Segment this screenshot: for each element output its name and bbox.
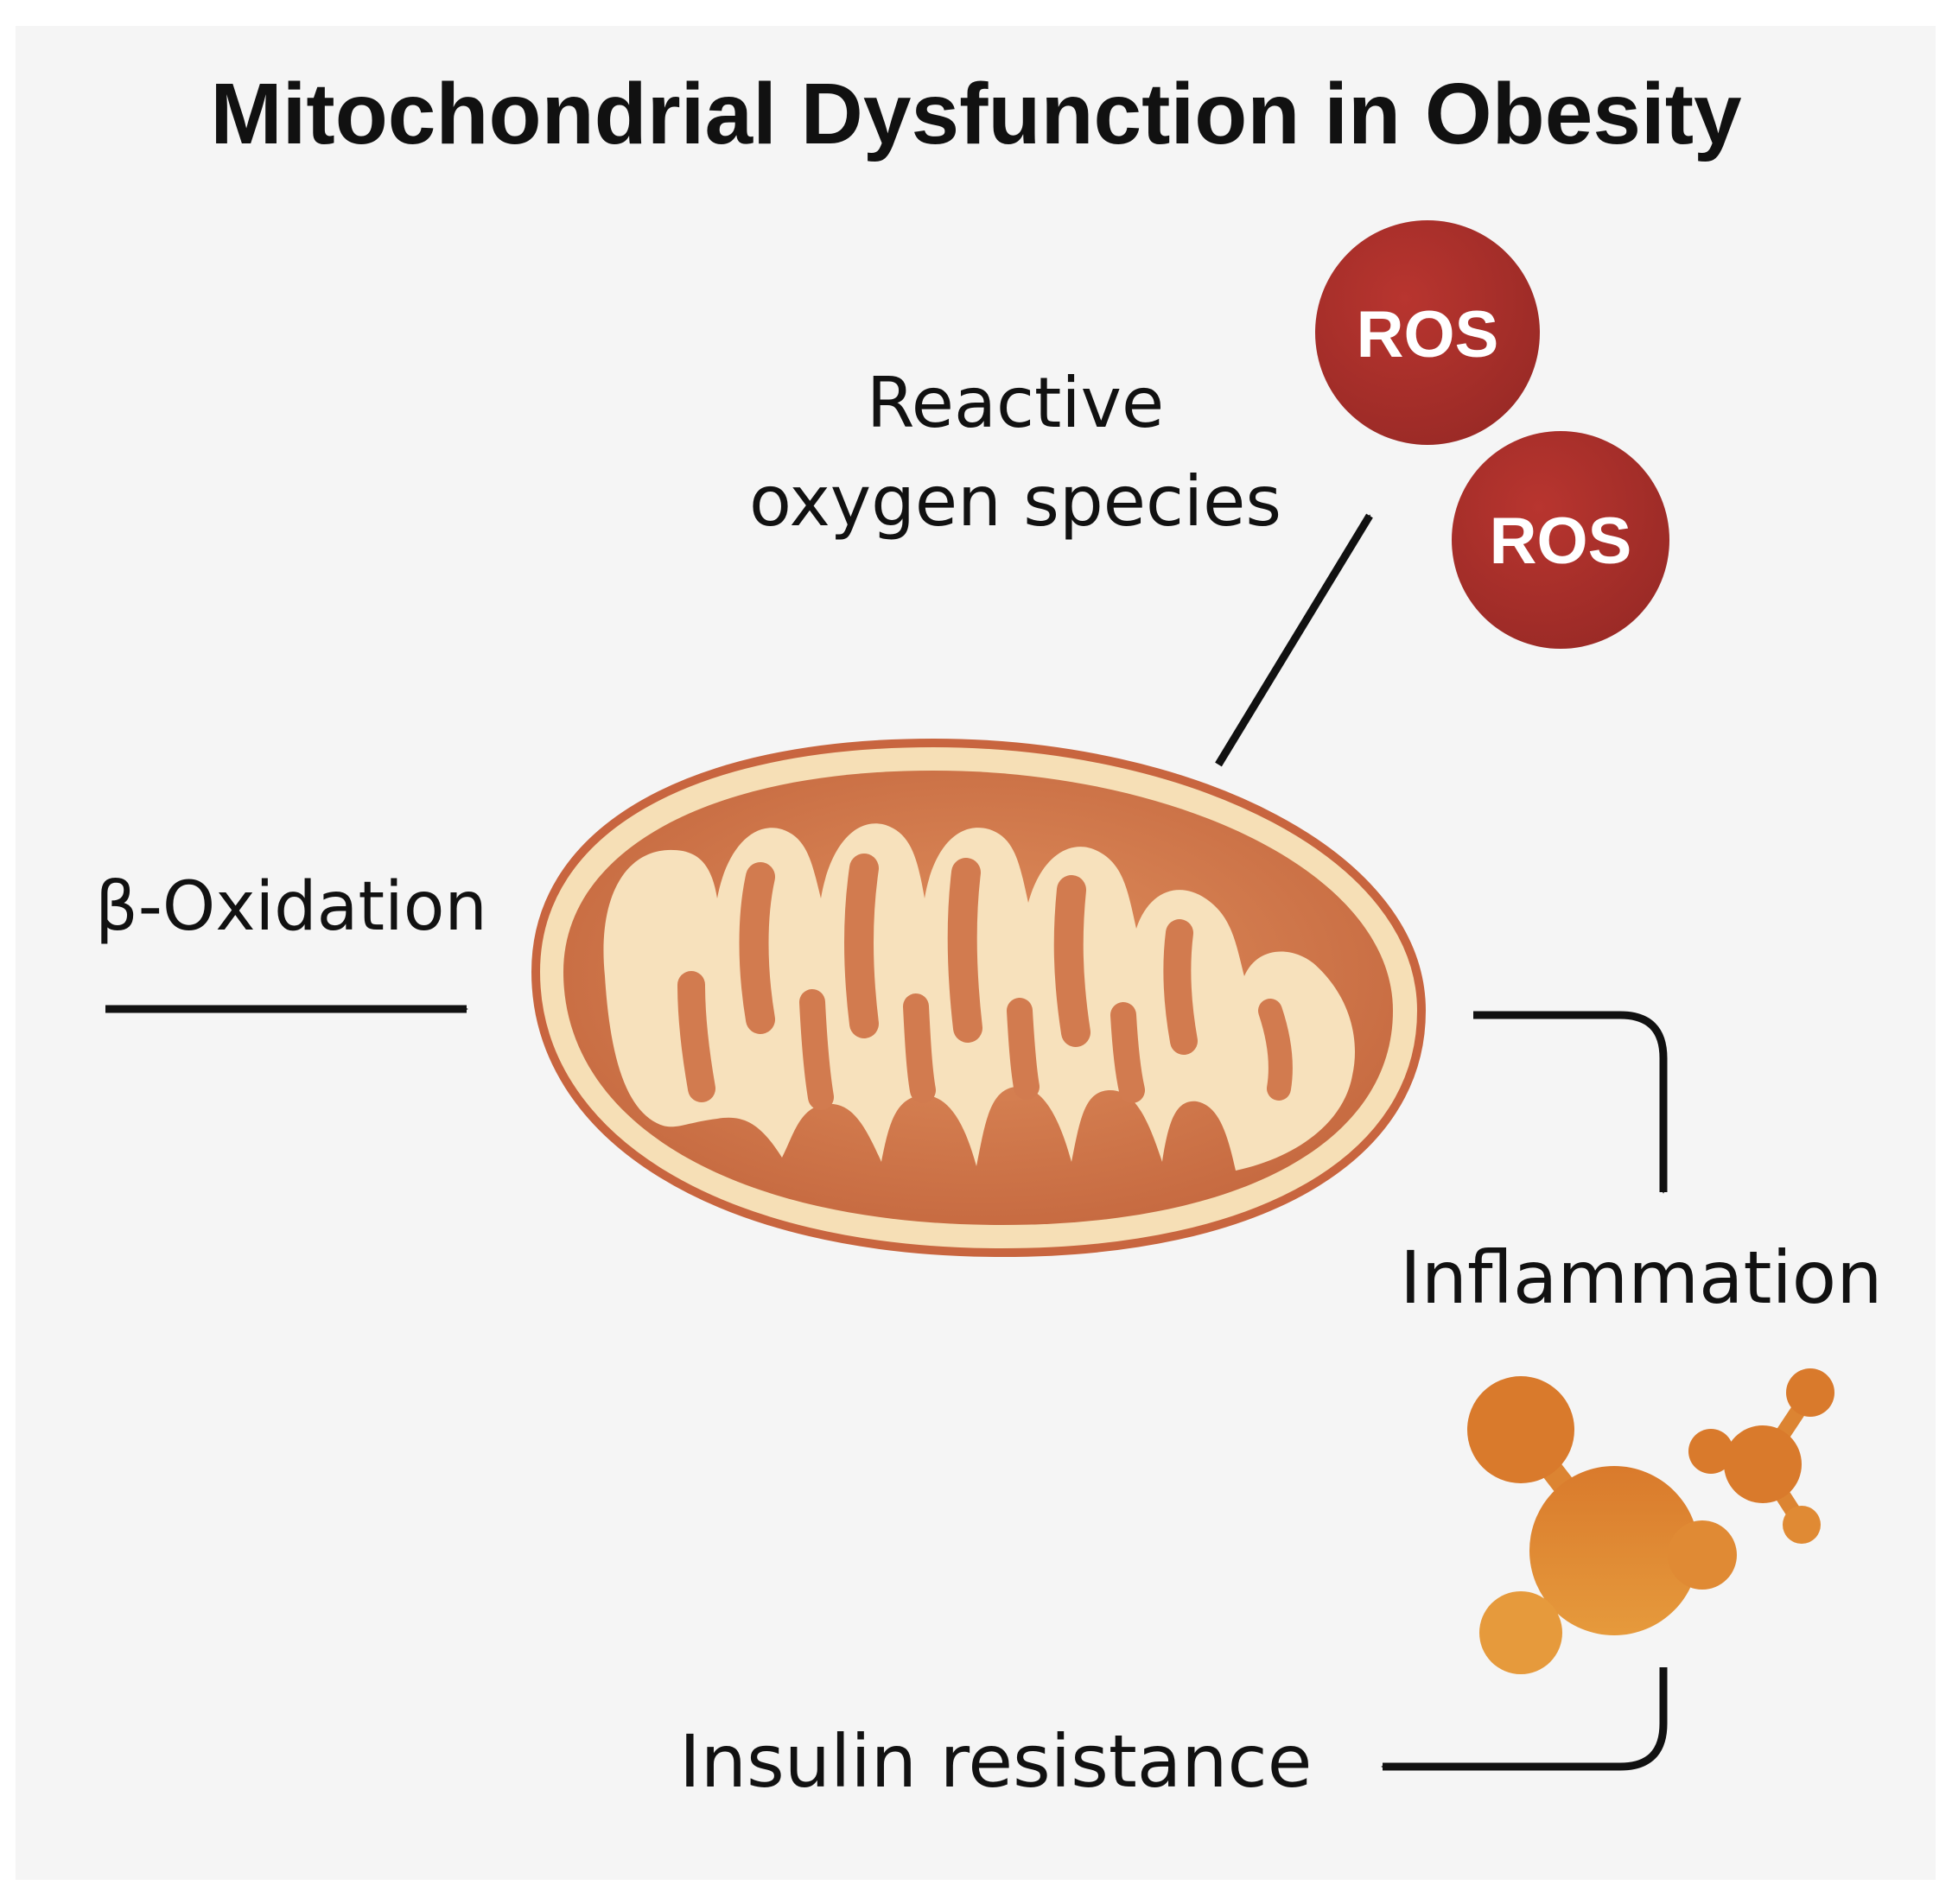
inflammation-label: Inflammation — [1400, 1235, 1883, 1320]
ros-description-label: Reactive oxygen species — [709, 354, 1322, 551]
ros-label-2: ROS — [1490, 505, 1632, 578]
beta-oxidation-label: β-Oxidation — [95, 868, 487, 946]
ros-description-line-1: Reactive — [866, 363, 1165, 443]
arrow-to-insulin-resistance — [1381, 1667, 1668, 1771]
ros-label-1: ROS — [1357, 298, 1499, 371]
ros-molecule-1: ROS — [1315, 220, 1540, 445]
insulin-resistance-label: Insulin resistance — [679, 1719, 1313, 1804]
arrow-to-ros — [1215, 513, 1373, 767]
diagram-title: Mitochondrial Dysfunction in Obesity — [210, 66, 1742, 162]
mitochondrion-icon — [531, 738, 1427, 1258]
ros-description-line-2: oxygen species — [748, 461, 1282, 542]
cytokine-molecule-icon — [1467, 1376, 1737, 1674]
arrow-to-inflammation — [1473, 1011, 1668, 1194]
cytokine-molecule-small-icon — [1688, 1368, 1834, 1544]
ros-molecule-2: ROS — [1452, 431, 1669, 649]
